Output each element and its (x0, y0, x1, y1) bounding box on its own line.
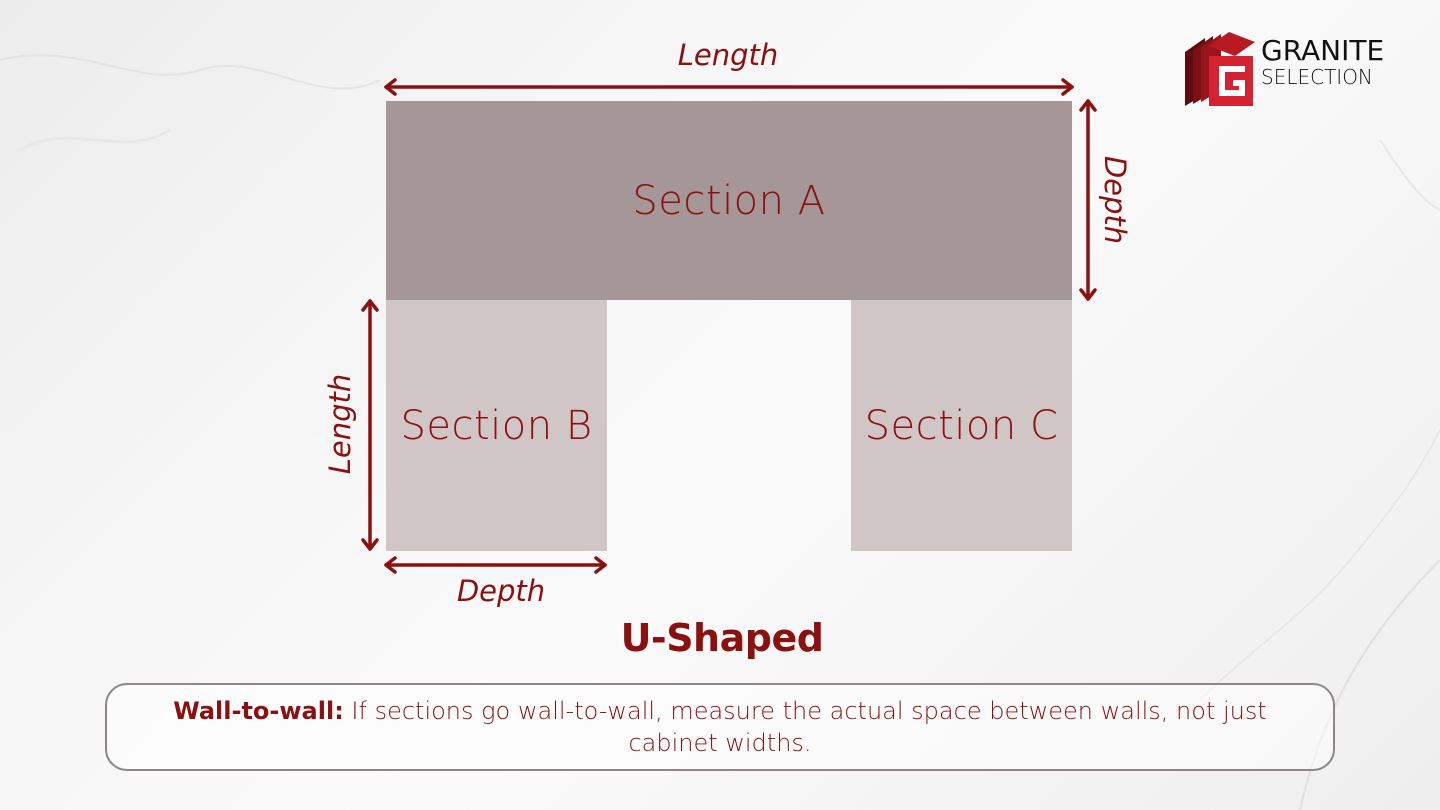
bottom-depth-arrow-icon (384, 556, 607, 574)
section-b-label: Section B (400, 402, 593, 449)
note-label: Wall-to-wall: (173, 697, 344, 725)
right-depth-label: Depth (1098, 155, 1132, 245)
granite-selection-logo: GRANITE SELECTION (1183, 32, 1403, 108)
note-text: Wall-to-wall: If sections go wall-to-wal… (127, 695, 1313, 759)
section-c-label: Section C (864, 402, 1059, 449)
wall-to-wall-note: Wall-to-wall: If sections go wall-to-wal… (105, 683, 1335, 771)
left-length-arrow-icon (361, 299, 379, 551)
section-c: Section C (851, 300, 1072, 551)
note-body: If sections go wall-to-wall, measure the… (343, 697, 1267, 757)
logo-text-granite: GRANITE (1261, 34, 1385, 67)
right-depth-arrow-icon (1079, 99, 1097, 301)
top-length-label: Length (677, 38, 779, 72)
section-b: Section B (386, 300, 607, 551)
logo-mark-icon (1185, 32, 1255, 106)
section-a-label: Section A (632, 177, 826, 224)
top-length-arrow-icon (384, 78, 1074, 96)
diagram-title: U-Shaped (620, 616, 824, 660)
bottom-depth-label: Depth (456, 574, 546, 608)
section-a: Section A (386, 101, 1072, 300)
logo-text-selection: SELECTION (1261, 65, 1373, 89)
left-length-label: Length (323, 373, 357, 475)
